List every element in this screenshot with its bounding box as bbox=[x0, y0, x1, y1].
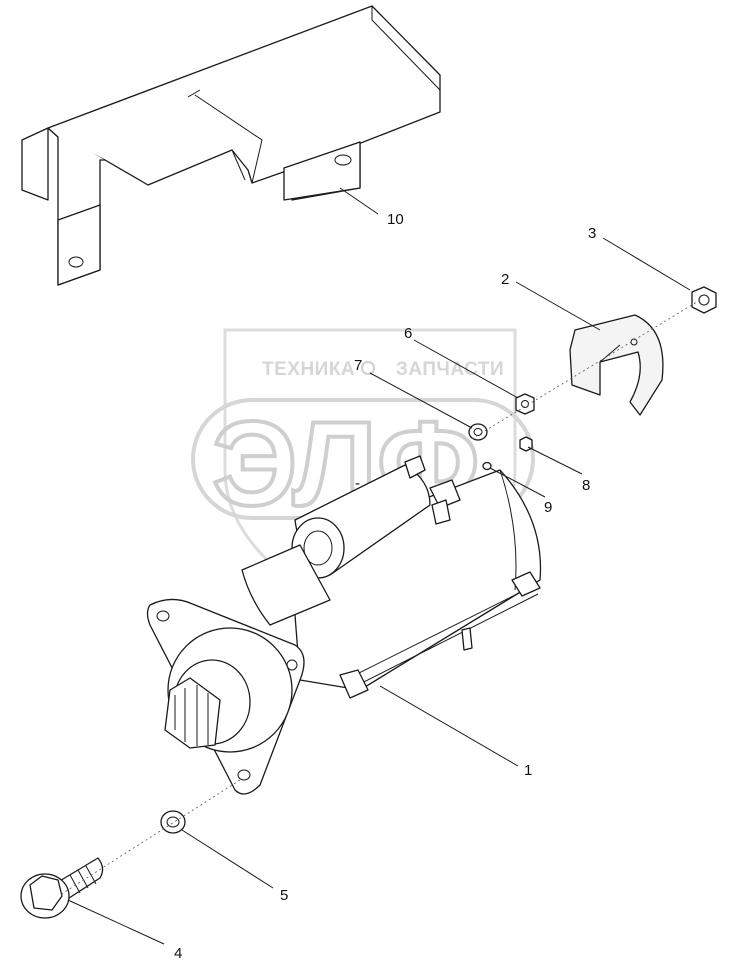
callout-7: 7 bbox=[354, 357, 362, 374]
assembly-axis-mounting bbox=[59, 779, 241, 896]
leader-2 bbox=[515, 281, 601, 331]
part-5-lock-washer bbox=[160, 810, 186, 834]
part-3-nut bbox=[691, 286, 717, 314]
part-10-bracket-cover bbox=[21, 5, 441, 286]
leader-10 bbox=[339, 187, 379, 215]
leader-9 bbox=[489, 467, 546, 498]
leader-8 bbox=[527, 446, 583, 475]
part-4-flange-bolt bbox=[20, 857, 104, 919]
watermark-gear-icon bbox=[361, 361, 375, 375]
callout-1: 1 bbox=[524, 762, 532, 779]
part-8-small-nut bbox=[519, 436, 533, 452]
callout-9: 9 bbox=[544, 499, 552, 516]
part-6-nut bbox=[515, 393, 535, 415]
motor-mark: - bbox=[355, 475, 360, 492]
callout-10: 10 bbox=[387, 211, 404, 228]
part-2-terminal-cover bbox=[569, 314, 664, 416]
watermark-text-right: ЗАПЧАСТИ bbox=[396, 359, 504, 380]
leader-5 bbox=[181, 829, 274, 889]
callout-2: 2 bbox=[501, 271, 509, 288]
callout-5: 5 bbox=[280, 887, 288, 904]
callout-8: 8 bbox=[582, 477, 590, 494]
leader-6 bbox=[413, 339, 519, 399]
callout-3: 3 bbox=[588, 225, 596, 242]
leader-3 bbox=[602, 237, 691, 291]
part-9-small-washer bbox=[482, 461, 492, 471]
part-1-starter-motor: - bbox=[146, 455, 542, 795]
leader-7 bbox=[369, 372, 473, 429]
callout-6: 6 bbox=[404, 325, 412, 342]
leader-1 bbox=[379, 685, 519, 767]
part-7-washer bbox=[468, 423, 488, 441]
callout-4: 4 bbox=[174, 945, 182, 962]
leader-4 bbox=[67, 899, 165, 945]
watermark-text-left: ТЕХНИКА bbox=[262, 359, 355, 380]
